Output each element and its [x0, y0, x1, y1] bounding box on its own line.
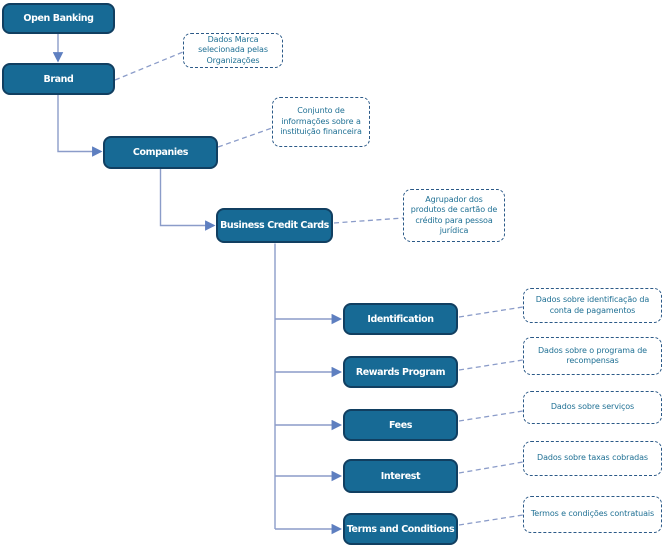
node-interest: Interest [343, 459, 458, 493]
note-identification-text: Dados sobre identificação da conta de pa… [535, 295, 650, 315]
node-brand-label: Brand [43, 73, 74, 85]
node-interest-label: Interest [380, 470, 421, 482]
callout-line-brand [114, 51, 184, 81]
node-brand: Brand [2, 63, 115, 95]
callout-line-identification [458, 306, 524, 318]
node-companies-label: Companies [132, 147, 189, 158]
node-fees-label: Fees [388, 419, 413, 431]
node-fees: Fees [343, 409, 458, 441]
connector-companies-to-business-credit-cards [159, 169, 216, 231]
node-terms-and-conditions: Terms and Conditions [343, 513, 458, 545]
callout-line-business-credit-cards [333, 217, 404, 224]
note-interest-text: Dados sobre taxas cobradas [537, 453, 648, 463]
node-open-banking: Open Banking [2, 3, 115, 34]
callout-line-interest [458, 461, 524, 474]
note-fees-text: Dados sobre serviços [550, 402, 635, 412]
note-rewards-program-text: Dados sobre o programa de recompensas [538, 345, 647, 365]
connector-brand-to-companies [57, 95, 103, 157]
callout-line-companies [217, 127, 273, 148]
node-rewards-program: Rewards Program [343, 356, 458, 388]
node-rewards-program-label: Rewards Program [355, 366, 446, 378]
node-business-credit-cards-label: Business Credit Cards [220, 220, 329, 231]
callout-line-terms-and-conditions [458, 514, 524, 526]
note-companies: Conjunto de informações sobre a institui… [272, 97, 370, 147]
note-business-credit-cards: Agrupador dos produtos de cartão de créd… [403, 189, 505, 242]
note-brand: Dados Marca selecionada pelas Organizaçõ… [183, 33, 283, 68]
node-business-credit-cards: Business Credit Cards [216, 208, 333, 243]
note-rewards-program: Dados sobre o programa de recompensas [523, 337, 662, 375]
callout-line-rewards-program [458, 359, 524, 371]
note-fees: Dados sobre serviços [523, 391, 662, 424]
note-brand-text: Dados Marca selecionada pelas Organizaçõ… [198, 34, 268, 65]
node-terms-and-conditions-label: Terms and Conditions [346, 523, 455, 535]
callout-line-fees [458, 410, 524, 422]
note-companies-text: Conjunto de informações sobre a institui… [280, 106, 362, 137]
note-interest: Dados sobre taxas cobradas [523, 441, 662, 476]
note-terms-and-conditions-text: Termos e condições contratuais [530, 509, 655, 519]
node-open-banking-label: Open Banking [23, 13, 94, 24]
node-identification-label: Identification [367, 313, 434, 325]
note-identification: Dados sobre identificação da conta de pa… [523, 288, 662, 323]
note-business-credit-cards-text: Agrupador dos produtos de cartão de créd… [410, 194, 498, 235]
note-terms-and-conditions: Termos e condições contratuais [523, 496, 662, 533]
node-identification: Identification [343, 303, 458, 335]
node-companies: Companies [103, 136, 218, 169]
